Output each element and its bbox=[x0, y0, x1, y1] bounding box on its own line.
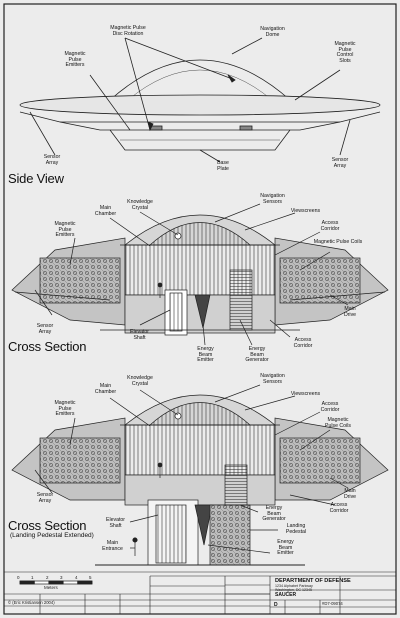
cs2-energy-beam-emitter: Energy Beam Emitter bbox=[277, 539, 294, 557]
scale-tick-1: 1 bbox=[31, 575, 34, 580]
cs1-navigation-sensors: Navigation Sensors bbox=[260, 193, 285, 205]
label-control-slots: Magnetic Pulse Control Slots bbox=[334, 41, 356, 64]
label-sensor-array-side-right: Sensor Array bbox=[331, 157, 349, 169]
cs2-access-corridor-top: Access Corridor bbox=[320, 401, 340, 413]
cs2-sensor-array: Sensor Array bbox=[36, 492, 54, 504]
cross-section-2-subtitle: (Landing Pedestal Extended) bbox=[10, 532, 94, 539]
label-base-plate: Base Plate bbox=[217, 160, 229, 172]
cross-section-2-drawing bbox=[11, 384, 389, 566]
cs1-sensor-array: Sensor Array bbox=[36, 323, 54, 335]
cs2-landing-pedestal: Landing Pedestal bbox=[285, 523, 307, 535]
drawing-title: SAUCER bbox=[275, 592, 297, 598]
scale-bar bbox=[19, 580, 93, 585]
cs1-main-chamber: Main Chamber bbox=[94, 205, 117, 217]
cs1-elevator-shaft: Elevator Shaft bbox=[129, 329, 150, 341]
cs2-main-chamber: Main Chamber bbox=[94, 383, 117, 395]
cs2-main-entrance: Main Entrance bbox=[102, 540, 123, 552]
cs2-energy-beam-generator: Energy Beam Generator bbox=[262, 505, 286, 523]
cs1-access-corridor-bottom: Access Corridor bbox=[293, 337, 313, 349]
sheet-border bbox=[3, 3, 397, 615]
cs2-pulse-coils: Magnetic Pulse Coils bbox=[325, 417, 351, 429]
cs2-pulse-emitters: Magnetic Pulse Emitters bbox=[54, 400, 76, 418]
cs1-energy-beam-generator: Energy Beam Generator bbox=[245, 346, 269, 364]
cs1-knowledge-crystal: Knowledge Crystal bbox=[127, 199, 153, 211]
cs1-viewscreens: Viewscreens bbox=[290, 208, 321, 214]
label-sensor-array-side-left: Sensor Array bbox=[43, 154, 61, 166]
title-block-frame bbox=[4, 571, 396, 614]
cs2-viewscreens: Viewscreens bbox=[290, 391, 321, 397]
cs1-pulse-emitters: Magnetic Pulse Emitters bbox=[54, 221, 76, 239]
cs2-elevator-shaft: Elevator Shaft bbox=[105, 517, 126, 529]
cs1-access-corridor-top: Access Corridor bbox=[320, 220, 340, 232]
side-view-drawing bbox=[19, 37, 381, 163]
scale-tick-5: 5 bbox=[89, 575, 92, 580]
scale-tick-0: 0 bbox=[17, 575, 20, 580]
cross-section-1-title: Cross Section bbox=[8, 339, 87, 354]
cs2-access-corridor-bottom: Access Corridor bbox=[329, 502, 349, 514]
scale-tick-3: 3 bbox=[60, 575, 63, 580]
cs2-knowledge-crystal: Knowledge Crystal bbox=[127, 375, 153, 387]
department-address-1: 1234 Alphabet Parkway bbox=[275, 584, 313, 588]
label-disc-rotation: Magnetic Pulse Disc Rotation bbox=[110, 25, 146, 37]
department-name: DEPARTMENT OF DEFENSE bbox=[275, 578, 351, 584]
side-view-title: Side View bbox=[8, 171, 64, 186]
credit-text: © (Eric Kristiansen 2004) bbox=[8, 600, 55, 605]
sheet-size: D bbox=[274, 602, 278, 608]
cs1-main-drive: Main Drive bbox=[343, 306, 357, 318]
cross-section-2-title: Cross Section bbox=[8, 518, 87, 533]
scale-tick-4: 4 bbox=[75, 575, 78, 580]
cs2-navigation-sensors: Navigation Sensors bbox=[260, 373, 285, 385]
cs1-pulse-coils: Magnetic Pulse Coils bbox=[313, 239, 363, 245]
label-navigation-dome: Navigation Dome bbox=[260, 26, 285, 38]
drawing-number: #D7-09074 bbox=[322, 601, 343, 606]
label-pulse-emitters-side: Magnetic Pulse Emitters bbox=[64, 51, 86, 69]
scale-unit: Meters bbox=[44, 585, 58, 590]
department-address-2: Washington, DC 12345 bbox=[275, 588, 313, 592]
cs2-main-drive: Main Drive bbox=[343, 488, 357, 500]
scale-tick-2: 2 bbox=[46, 575, 49, 580]
cs1-energy-beam-emitter: Energy Beam Emitter bbox=[197, 346, 214, 364]
cross-section-1-drawing bbox=[11, 203, 389, 346]
